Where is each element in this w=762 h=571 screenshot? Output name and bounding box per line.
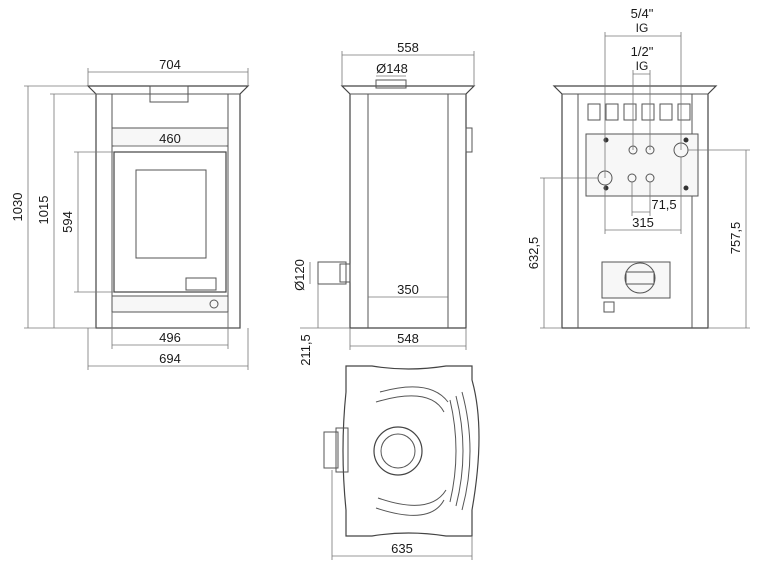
rear-height-upper-label: 757,5 [728, 222, 743, 255]
rear-fitting-large-label: 5/4" [631, 6, 654, 21]
side-pipe-diameter-label: Ø120 [292, 259, 307, 291]
front-width-top-label: 704 [159, 57, 181, 72]
side-width-top-label: 558 [397, 40, 419, 55]
rear-fitting-large-type-label: IG [636, 21, 649, 35]
front-base-width-label: 496 [159, 330, 181, 345]
front-door-width-label: 460 [159, 131, 181, 146]
rear-view: 5/4" IG 1/2" IG 71,5 315 632,5 757,5 [526, 6, 750, 329]
front-height-total-label: 1030 [10, 193, 25, 222]
top-view: 635 [323, 365, 480, 560]
rear-spacing-small-label: 71,5 [651, 197, 676, 212]
side-flue-diameter-label: Ø148 [376, 61, 408, 76]
rear-spacing-large-label: 315 [632, 215, 654, 230]
top-depth-label: 635 [391, 541, 413, 556]
rear-height-lower-label: 632,5 [526, 237, 541, 270]
side-base-width-label: 548 [397, 331, 419, 346]
front-door-height-label: 594 [60, 211, 75, 233]
side-pipe-height-label: 211,5 [298, 334, 313, 366]
rear-fitting-small-label: 1/2" [631, 44, 654, 59]
side-view: 558 Ø148 Ø120 350 548 211,5 [292, 40, 476, 366]
front-view: 704 460 1030 1015 594 496 694 [10, 57, 250, 370]
front-height-body-label: 1015 [36, 196, 51, 225]
front-body-width-label: 694 [159, 351, 181, 366]
side-inner-width-label: 350 [397, 282, 419, 297]
rear-fitting-small-type-label: IG [636, 59, 649, 73]
